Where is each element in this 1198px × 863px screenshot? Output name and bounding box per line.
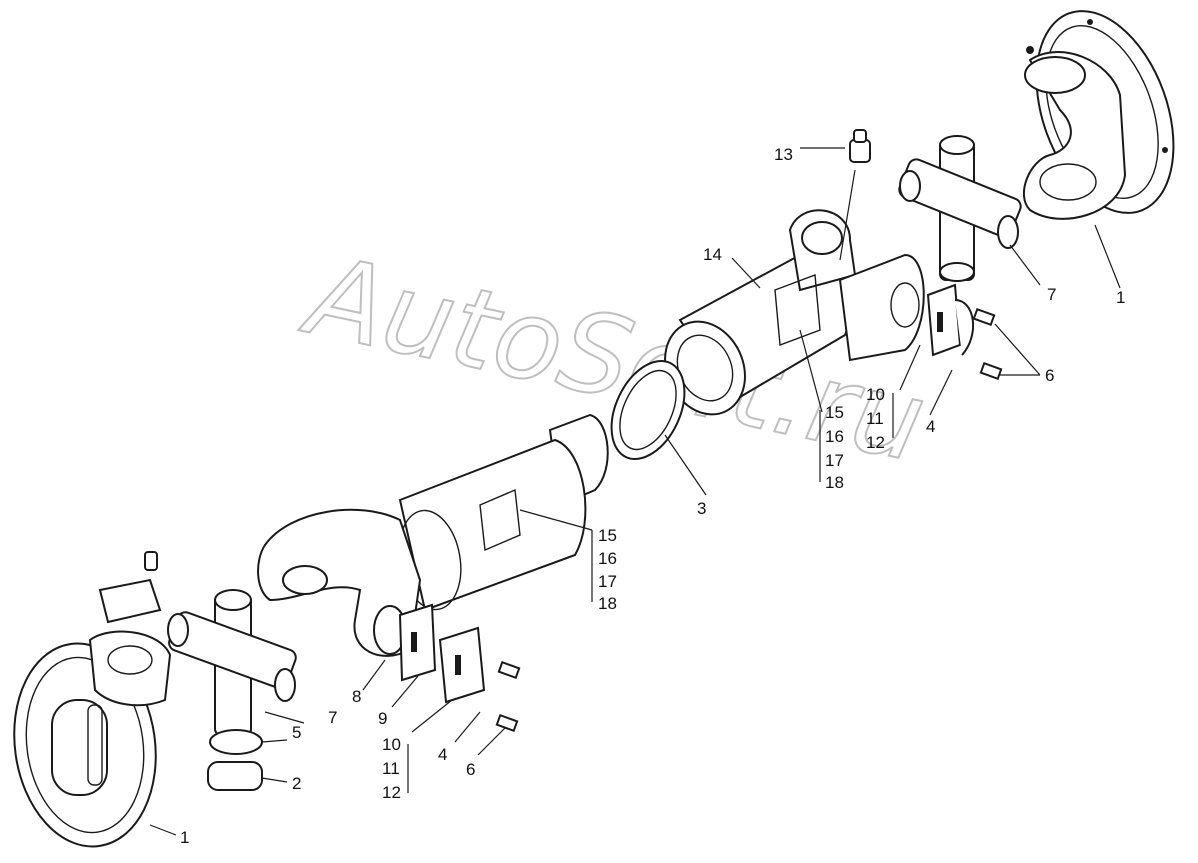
label-3: 3 <box>697 499 706 518</box>
flange-yoke-bottom <box>13 551 172 848</box>
label-18-bottom: 18 <box>598 594 617 613</box>
leader-lines <box>149 147 1121 836</box>
label-8: 8 <box>352 687 361 706</box>
label-13: 13 <box>774 145 793 164</box>
seal-ring <box>610 359 686 461</box>
label-18-top: 18 <box>825 473 844 492</box>
label-17-top: 17 <box>825 451 844 470</box>
label-4-bottom: 4 <box>438 745 447 764</box>
label-10-bottom: 10 <box>382 735 401 754</box>
callout-labels: 1 1 2 3 4 4 5 6 6 7 7 8 9 13 14 10 11 12… <box>180 145 1125 847</box>
label-6-bottom: 6 <box>466 760 475 779</box>
label-14: 14 <box>703 245 722 264</box>
label-7-left: 7 <box>328 708 337 727</box>
universal-joint-cross-top <box>898 135 1022 282</box>
slip-yoke-sleeve <box>664 209 925 416</box>
label-1-bottom: 1 <box>180 828 189 847</box>
lock-plate-top <box>926 283 1003 381</box>
label-15-top: 15 <box>825 403 844 422</box>
label-12-top: 12 <box>866 433 885 452</box>
universal-joint-cross-bottom <box>167 589 297 791</box>
label-15-bottom: 15 <box>598 526 617 545</box>
label-11-bottom: 11 <box>382 759 400 778</box>
label-12-bottom: 12 <box>382 783 401 802</box>
label-11-top: 11 <box>866 409 884 428</box>
splined-shaft-tube <box>398 413 609 612</box>
flange-yoke-top <box>1023 10 1175 220</box>
slip-yoke-bottom <box>257 508 422 657</box>
label-2: 2 <box>292 774 301 793</box>
label-5: 5 <box>292 723 301 742</box>
label-16-bottom: 16 <box>598 549 617 568</box>
lock-plates-bottom <box>398 603 521 733</box>
label-7-right: 7 <box>1047 285 1056 304</box>
label-10-top: 10 <box>866 385 885 404</box>
label-17-bottom: 17 <box>598 572 617 591</box>
label-1-top: 1 <box>1116 288 1125 307</box>
label-6-right: 6 <box>1045 366 1054 385</box>
label-16-top: 16 <box>825 427 844 446</box>
label-9: 9 <box>378 709 387 728</box>
label-4-right: 4 <box>926 417 935 436</box>
grease-nipple <box>839 129 871 261</box>
